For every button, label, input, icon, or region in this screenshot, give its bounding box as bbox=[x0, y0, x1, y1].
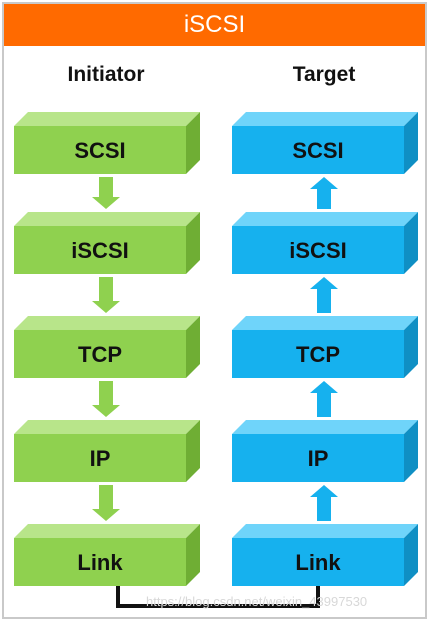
initiator-layer-front-face bbox=[14, 126, 186, 174]
target-layer-label: iSCSI bbox=[289, 238, 346, 263]
target-layer-top-face bbox=[232, 420, 418, 434]
target-layer-iscsi: iSCSI bbox=[232, 212, 418, 274]
target-layer-scsi: SCSI bbox=[232, 112, 418, 174]
target-header: Target bbox=[292, 63, 356, 86]
initiator-layer-side-face bbox=[186, 112, 200, 174]
target-layer-front-face bbox=[232, 226, 404, 274]
initiator-layer-top-face bbox=[14, 420, 200, 434]
target-layer-front-face bbox=[232, 330, 404, 378]
title-bar: iSCSI bbox=[4, 4, 425, 46]
target-layer-top-face bbox=[232, 524, 418, 538]
target-layer-label: TCP bbox=[296, 342, 340, 367]
target-layer-top-face bbox=[232, 112, 418, 126]
initiator-layer-top-face bbox=[14, 112, 200, 126]
target-layer-label: SCSI bbox=[292, 138, 343, 163]
target-layer-top-face bbox=[232, 316, 418, 330]
initiator-layer-label: SCSI bbox=[74, 138, 125, 163]
initiator-flow-arrow-down bbox=[92, 177, 120, 209]
target-layer-link: Link bbox=[232, 524, 418, 586]
target-layer-front-face bbox=[232, 434, 404, 482]
initiator-flow-arrow-down bbox=[92, 381, 120, 417]
initiator-layer-front-face bbox=[14, 226, 186, 274]
target-layer-tcp: TCP bbox=[232, 316, 418, 378]
initiator-layer-front-face bbox=[14, 538, 186, 586]
target-flow-arrow-up bbox=[310, 177, 338, 209]
target-flow-arrow-up bbox=[310, 485, 338, 521]
target-layer-ip: IP bbox=[232, 420, 418, 482]
initiator-layer-iscsi: iSCSI bbox=[14, 212, 200, 274]
target-flow-arrow-up bbox=[310, 381, 338, 417]
initiator-header: Initiator bbox=[67, 63, 145, 86]
target-layer-front-face bbox=[232, 538, 404, 586]
initiator-layer-scsi: SCSI bbox=[14, 112, 200, 174]
diagram-title: iSCSI bbox=[183, 11, 246, 38]
initiator-layer-ip: IP bbox=[14, 420, 200, 482]
initiator-layer-front-face bbox=[14, 434, 186, 482]
initiator-layer-front-face bbox=[14, 330, 186, 378]
link-connector-line bbox=[116, 586, 320, 608]
diagram-frame bbox=[2, 2, 427, 619]
target-layer-front-face bbox=[232, 126, 404, 174]
target-flow-arrow-up bbox=[310, 277, 338, 313]
initiator-layer-top-face bbox=[14, 212, 200, 226]
initiator-layer-link: Link bbox=[14, 524, 200, 586]
initiator-layer-label: iSCSI bbox=[71, 238, 128, 263]
watermark: https://blog.csdn.net/weixin_43997530 bbox=[146, 594, 368, 609]
target-layer-label: Link bbox=[295, 550, 341, 575]
initiator-layer-side-face bbox=[186, 524, 200, 586]
target-layer-side-face bbox=[404, 420, 418, 482]
initiator-layer-label: TCP bbox=[78, 342, 122, 367]
initiator-layer-side-face bbox=[186, 316, 200, 378]
target-layer-side-face bbox=[404, 316, 418, 378]
initiator-layer-top-face bbox=[14, 316, 200, 330]
target-layer-side-face bbox=[404, 524, 418, 586]
initiator-flow-arrow-down bbox=[92, 277, 120, 313]
initiator-layer-label: Link bbox=[77, 550, 123, 575]
initiator-layer-label: IP bbox=[90, 446, 111, 471]
initiator-layer-top-face bbox=[14, 524, 200, 538]
initiator-layer-tcp: TCP bbox=[14, 316, 200, 378]
target-layer-top-face bbox=[232, 212, 418, 226]
initiator-layer-side-face bbox=[186, 212, 200, 274]
initiator-flow-arrow-down bbox=[92, 485, 120, 521]
target-layer-side-face bbox=[404, 112, 418, 174]
target-layer-side-face bbox=[404, 212, 418, 274]
initiator-layer-side-face bbox=[186, 420, 200, 482]
target-layer-label: IP bbox=[308, 446, 329, 471]
